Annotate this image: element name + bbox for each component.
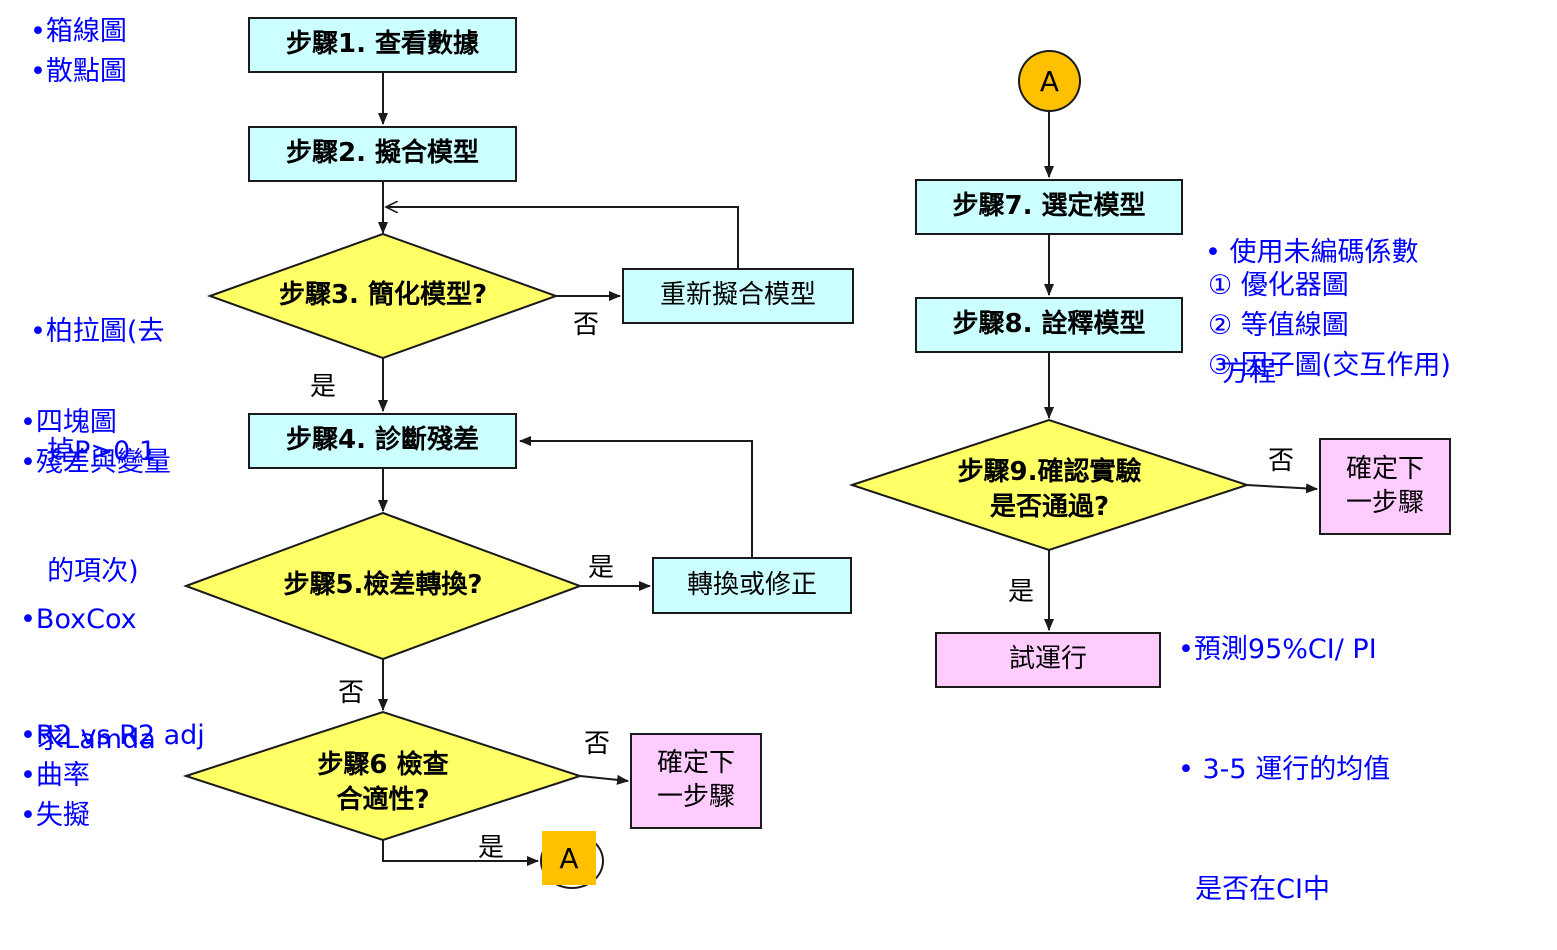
next-step-label-line2: 一步驟 [656,782,735,812]
no-label-step9: 否 [1268,446,1295,476]
refit-model-label: 重新擬合模型 [659,280,816,311]
step6-label-line1: 步驟6 檢查 [317,749,449,780]
next-step-label-line2: 一步驟 [1345,487,1424,518]
note-line: 是否在CI中 [1178,874,1330,905]
note-line: •BoxCox [20,604,137,635]
step9-label: 步驟9.確認實驗 是否通過? [872,450,1227,530]
step1-box[interactable]: 步驟1. 查看數據 [248,17,517,73]
note-line: • 使用未編碼係數 [1205,237,1419,268]
connector-a-label: A [1039,64,1060,98]
no-label-step5: 否 [338,678,365,708]
step2-box[interactable]: 步驟2. 擬合模型 [248,126,517,182]
yes-label-step6: 是 [478,833,505,863]
note-line: •失擬 [20,800,90,831]
yes-label-step3: 是 [310,372,337,402]
note-line: 方程 [1205,357,1277,388]
step7-label: 步驟7. 選定模型 [952,191,1146,222]
note-line: •R2 vs R2 adj [20,720,205,751]
transform-box[interactable]: 轉換或修正 [652,557,852,614]
note-line: ② 等值線圖 [1208,310,1349,341]
next-step-label-line1: 確定下 [656,748,735,779]
step8-box[interactable]: 步驟8. 詮釋模型 [915,297,1183,353]
step3-label: 步驟3. 簡化模型? [278,280,488,311]
yes-label-step5: 是 [588,553,615,583]
note-line: •散點圖 [30,56,127,87]
note-step5: •BoxCox 求Lamda [20,520,156,800]
step4-box[interactable]: 步驟4. 診斷殘差 [248,413,517,469]
note-step9: •預測95%CI/ PI • 3-5 運行的均值 是否在CI中 [1178,550,1390,950]
transform-label: 轉換或修正 [686,569,817,600]
note-step3: •柏拉圖(去 掉P>0.1 的項次) [30,232,164,632]
next-step-box-right[interactable]: 確定下 一步驟 [1319,438,1451,535]
note-step4: •四塊圖 •殘差與變量 [20,403,171,483]
note-line: •曲率 [20,760,90,791]
connector-a-bottom[interactable]: A [542,831,596,885]
note-line: •柏拉圖(去 [30,316,165,347]
trial-run-box[interactable]: 試運行 [935,632,1161,688]
trial-run-label: 試運行 [1008,644,1087,675]
note-line: •預測95%CI/ PI [1178,634,1377,665]
note-line: 求Lamda [20,724,156,755]
note-step6: •R2 vs R2 adj •曲率 •失擬 [20,716,205,836]
note-step7: • 使用未編碼係數 方程 [1205,153,1419,433]
next-step-box-left[interactable]: 確定下 一步驟 [630,733,762,829]
note-line: 掉P>0.1 [30,436,157,467]
note-line: •箱線圖 [30,16,127,47]
note-step1: •箱線圖 •散點圖 [30,12,127,92]
step9-label-line2: 是否通過? [989,492,1110,522]
note-step8: ① 優化器圖 ② 等值線圖 ③ 因子圖(交互作用) [1208,266,1451,386]
no-label-step3: 否 [573,310,600,340]
step1-label: 步驟1. 查看數據 [285,29,480,60]
refit-model-box[interactable]: 重新擬合模型 [622,268,854,324]
flowchart-lines [182,73,1318,866]
step2-label: 步驟2. 擬合模型 [285,138,480,169]
note-line: • 3-5 運行的均值 [1178,754,1391,785]
no-label-step6: 否 [584,729,611,759]
note-line: 的項次) [30,556,139,587]
step9-label-line1: 步驟9.確認實驗 [957,456,1142,487]
note-line: •殘差與變量 [20,447,171,478]
note-line: •四塊圖 [20,407,117,438]
step6-label: 步驟6 檢查 合適性? [206,743,560,823]
note-line: ① 優化器圖 [1208,270,1349,301]
connector-a-top[interactable]: A [1018,50,1081,112]
step4-label: 步驟4. 診斷殘差 [285,425,480,456]
next-step-label-line1: 確定下 [1345,453,1424,484]
yes-label-step9: 是 [1008,577,1035,607]
note-line: ③ 因子圖(交互作用) [1208,350,1451,381]
connector-a-label: A [559,841,579,875]
step6-label-line2: 合適性? [336,785,430,815]
step5-label: 步驟5.檢差轉換? [283,570,483,601]
step8-label: 步驟8. 詮釋模型 [952,309,1146,340]
step7-box[interactable]: 步驟7. 選定模型 [915,179,1183,235]
